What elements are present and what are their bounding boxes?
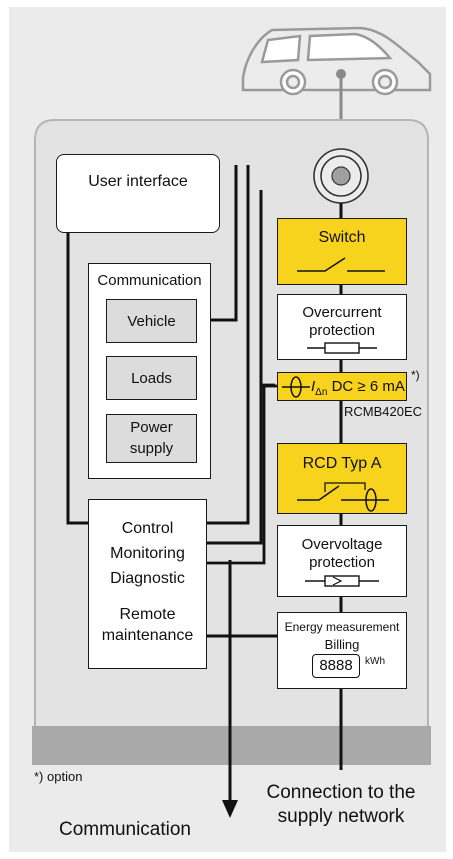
charging-socket-icon	[313, 148, 369, 204]
loads-label: Loads	[131, 370, 172, 387]
switch-box	[277, 218, 407, 285]
vehicle-label: Vehicle	[127, 313, 176, 330]
maintenance-label: maintenance	[101, 627, 194, 644]
communication-arrow	[222, 560, 238, 818]
rcd-label: RCD Typ A	[302, 455, 382, 472]
rcmb-text: DC ≥ 6 mA	[331, 378, 405, 395]
vehicle-item	[106, 299, 197, 343]
vehicle-icon	[241, 26, 432, 96]
meter-display: 8888	[312, 654, 360, 678]
user-interface-box	[56, 154, 220, 233]
control-box	[88, 499, 207, 669]
energy-label-2: Billing	[324, 637, 360, 652]
overvoltage-label-2: protection	[309, 554, 375, 571]
switch-label: Switch	[318, 229, 366, 246]
overvoltage-label-1: Overvoltage	[301, 536, 383, 553]
supply-connection-label-1: Connection to the	[266, 782, 416, 803]
monitoring-label: Monitoring	[110, 545, 185, 562]
rcmb-subscript: Δn	[315, 387, 328, 398]
power-supply-label-1: Power	[130, 419, 173, 436]
surge-arrester-icon	[305, 575, 379, 587]
rcd-box	[277, 443, 407, 514]
overcurrent-label-2: protection	[309, 322, 375, 339]
rcmb-symbol: I	[311, 378, 316, 395]
fuse-symbol-icon	[307, 342, 377, 354]
energy-label-1: Energy measurement	[284, 620, 400, 634]
user-interface-label: User interface	[88, 173, 188, 190]
rcmb-footnote-mark: *)	[411, 368, 420, 382]
switch-symbol-icon	[297, 257, 385, 272]
option-footnote: *) option	[34, 769, 83, 784]
overcurrent-label-1: Overcurrent	[302, 304, 382, 321]
control-label: Control	[121, 520, 174, 537]
power-supply-label-2: supply	[129, 440, 174, 457]
rcd-symbol-icon	[297, 482, 389, 512]
diagnostic-label: Diagnostic	[110, 570, 185, 587]
communication-output-label: Communication	[59, 819, 191, 840]
meter-unit: kWh	[365, 656, 385, 667]
remote-label: Remote	[119, 606, 176, 623]
rcmb-model-label: RCMB420EC	[344, 404, 423, 419]
vehicle-port	[336, 69, 346, 79]
supply-connection-label-2: supply network	[277, 806, 405, 827]
rcmb-label: IΔn DC ≥ 6 mA	[311, 378, 405, 398]
rcmb-sensor-icon	[282, 376, 310, 398]
communication-title: Communication	[97, 272, 202, 289]
power-supply-item	[106, 414, 197, 463]
loads-item	[106, 356, 197, 400]
